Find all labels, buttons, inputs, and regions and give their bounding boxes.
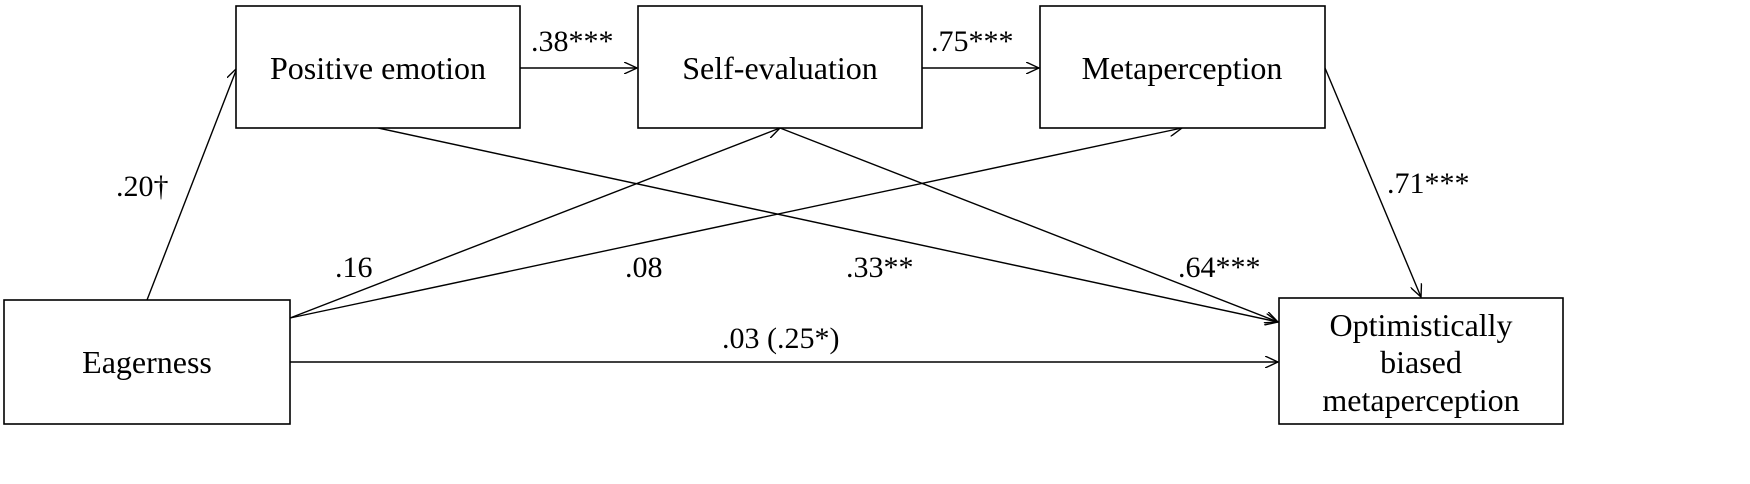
node-metaperception: Metaperception: [1039, 5, 1326, 129]
label-self-evaluation-to-metaperception: .75***: [931, 25, 1014, 58]
node-positive-emotion: Positive emotion: [235, 5, 521, 129]
edge-self-evaluation-to-outcome: [779, 127, 1278, 322]
label-self-evaluation-to-outcome: .64***: [1178, 251, 1261, 284]
node-self-evaluation-label: Self-evaluation: [682, 50, 877, 86]
edge-eagerness-to-positive-emotion: [146, 68, 237, 301]
node-positive-emotion-label: Positive emotion: [270, 50, 486, 86]
node-metaperception-label: Metaperception: [1082, 50, 1283, 86]
label-positive-emotion-to-outcome: .33**: [846, 251, 914, 284]
label-eagerness-to-metaperception: .08: [625, 251, 663, 284]
node-eagerness: Eagerness: [3, 299, 291, 425]
node-eagerness-label: Eagerness: [82, 344, 212, 380]
label-eagerness-to-self-evaluation: .16: [335, 251, 373, 284]
label-eagerness-to-positive-emotion: .20†: [116, 170, 169, 203]
node-outcome-label-line-2: biased: [1380, 344, 1462, 380]
edge-positive-emotion-to-outcome: [377, 127, 1278, 322]
node-self-evaluation: Self-evaluation: [637, 5, 923, 129]
node-outcome-label-line-3: metaperception: [1322, 382, 1519, 418]
label-eagerness-to-outcome: .03 (.25*): [722, 322, 839, 355]
edge-metaperception-to-outcome: [1324, 67, 1421, 297]
edge-eagerness-to-self-evaluation: [289, 128, 780, 319]
node-outcome-label-line-1: Optimistically: [1329, 307, 1512, 343]
label-metaperception-to-outcome: .71***: [1387, 167, 1470, 200]
label-positive-emotion-to-self-evaluation: .38***: [531, 25, 614, 58]
node-optimistically-biased-metaperception: Optimistically biased metaperception: [1278, 297, 1564, 425]
edge-eagerness-to-metaperception: [289, 128, 1182, 319]
